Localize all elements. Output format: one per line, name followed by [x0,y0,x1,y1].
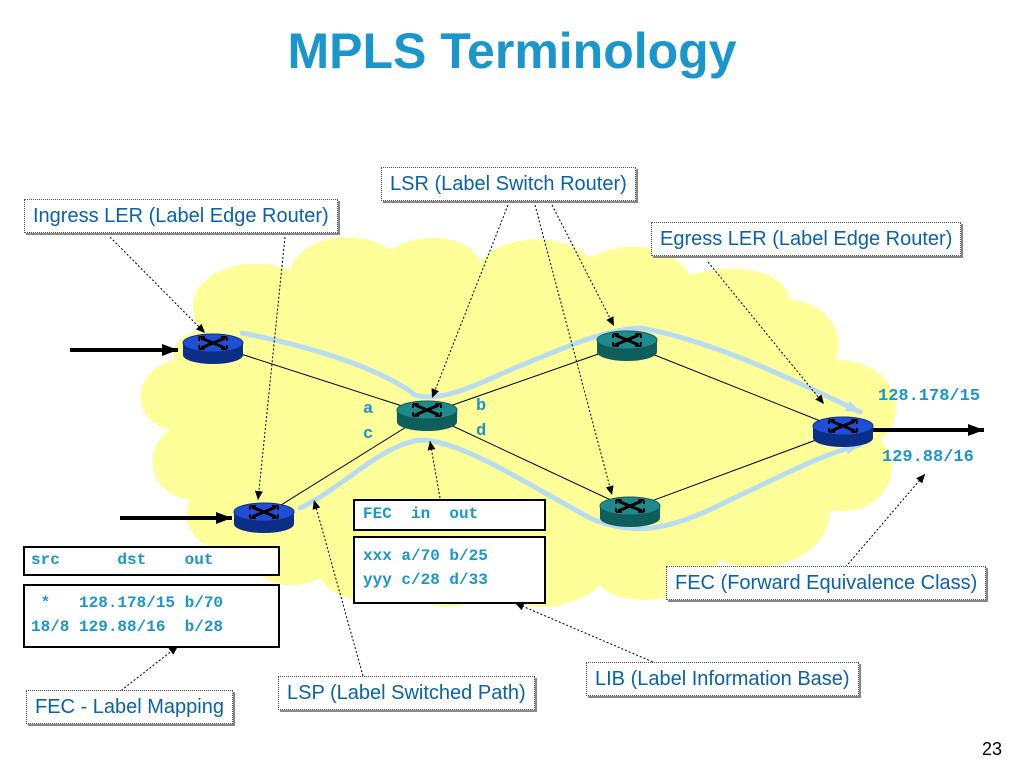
interface-label-c: c [363,425,374,444]
mapping-table-header-text: src dst out [31,551,214,569]
network-links [212,343,844,516]
lsr-center-router-icon [395,399,459,433]
lib-table-header: FEC in out [353,499,546,531]
lib-table-header-text: FEC in out [363,505,479,523]
page-title: MPLS Terminology [287,23,737,79]
mapping-table-row: 18/8 129.88/16 b/28 [31,618,224,636]
lib-table-row: xxx a/70 b/25 [363,547,488,565]
ingress-router-top-icon [181,332,245,366]
ingress-router-bottom-icon [232,501,296,535]
prefix-label-bottom: 129.88/16 [882,448,974,467]
traffic-arrows [70,344,984,524]
lib-table-row: yyy c/28 d/33 [363,571,488,589]
lib-table-body: xxx a/70 b/25 yyy c/28 d/33 [353,536,546,604]
lsp-paths [239,325,863,532]
lsr-top-router-icon [595,329,659,363]
fec-callout: FEC (Forward Equivalence Class) [666,566,987,600]
mapping-table-row: * 128.178/15 b/70 [31,594,224,612]
mapping-table-header: src dst out [23,546,280,576]
ingress-ler-callout: Ingress LER (Label Edge Router) [24,199,338,233]
lsr-bottom-router-icon [598,495,662,529]
interface-label-a: a [363,400,374,419]
egress-router-icon [811,415,875,449]
interface-label-b: b [476,397,487,416]
pointer-lines [109,204,926,694]
lib-callout: LIB (Label Information Base) [586,662,859,696]
egress-ler-callout: Egress LER (Label Edge Router) [651,222,962,256]
prefix-label-top: 128.178/15 [878,387,981,406]
lsr-callout: LSR (Label Switch Router) [381,167,636,201]
mapping-table-body: * 128.178/15 b/70 18/8 129.88/16 b/28 [23,584,280,648]
interface-label-d: d [476,422,487,441]
page-number: 23 [981,739,1002,759]
lsp-callout: LSP (Label Switched Path) [278,676,535,710]
fec-label-mapping-callout: FEC - Label Mapping [26,690,233,724]
network-cloud [140,237,897,608]
